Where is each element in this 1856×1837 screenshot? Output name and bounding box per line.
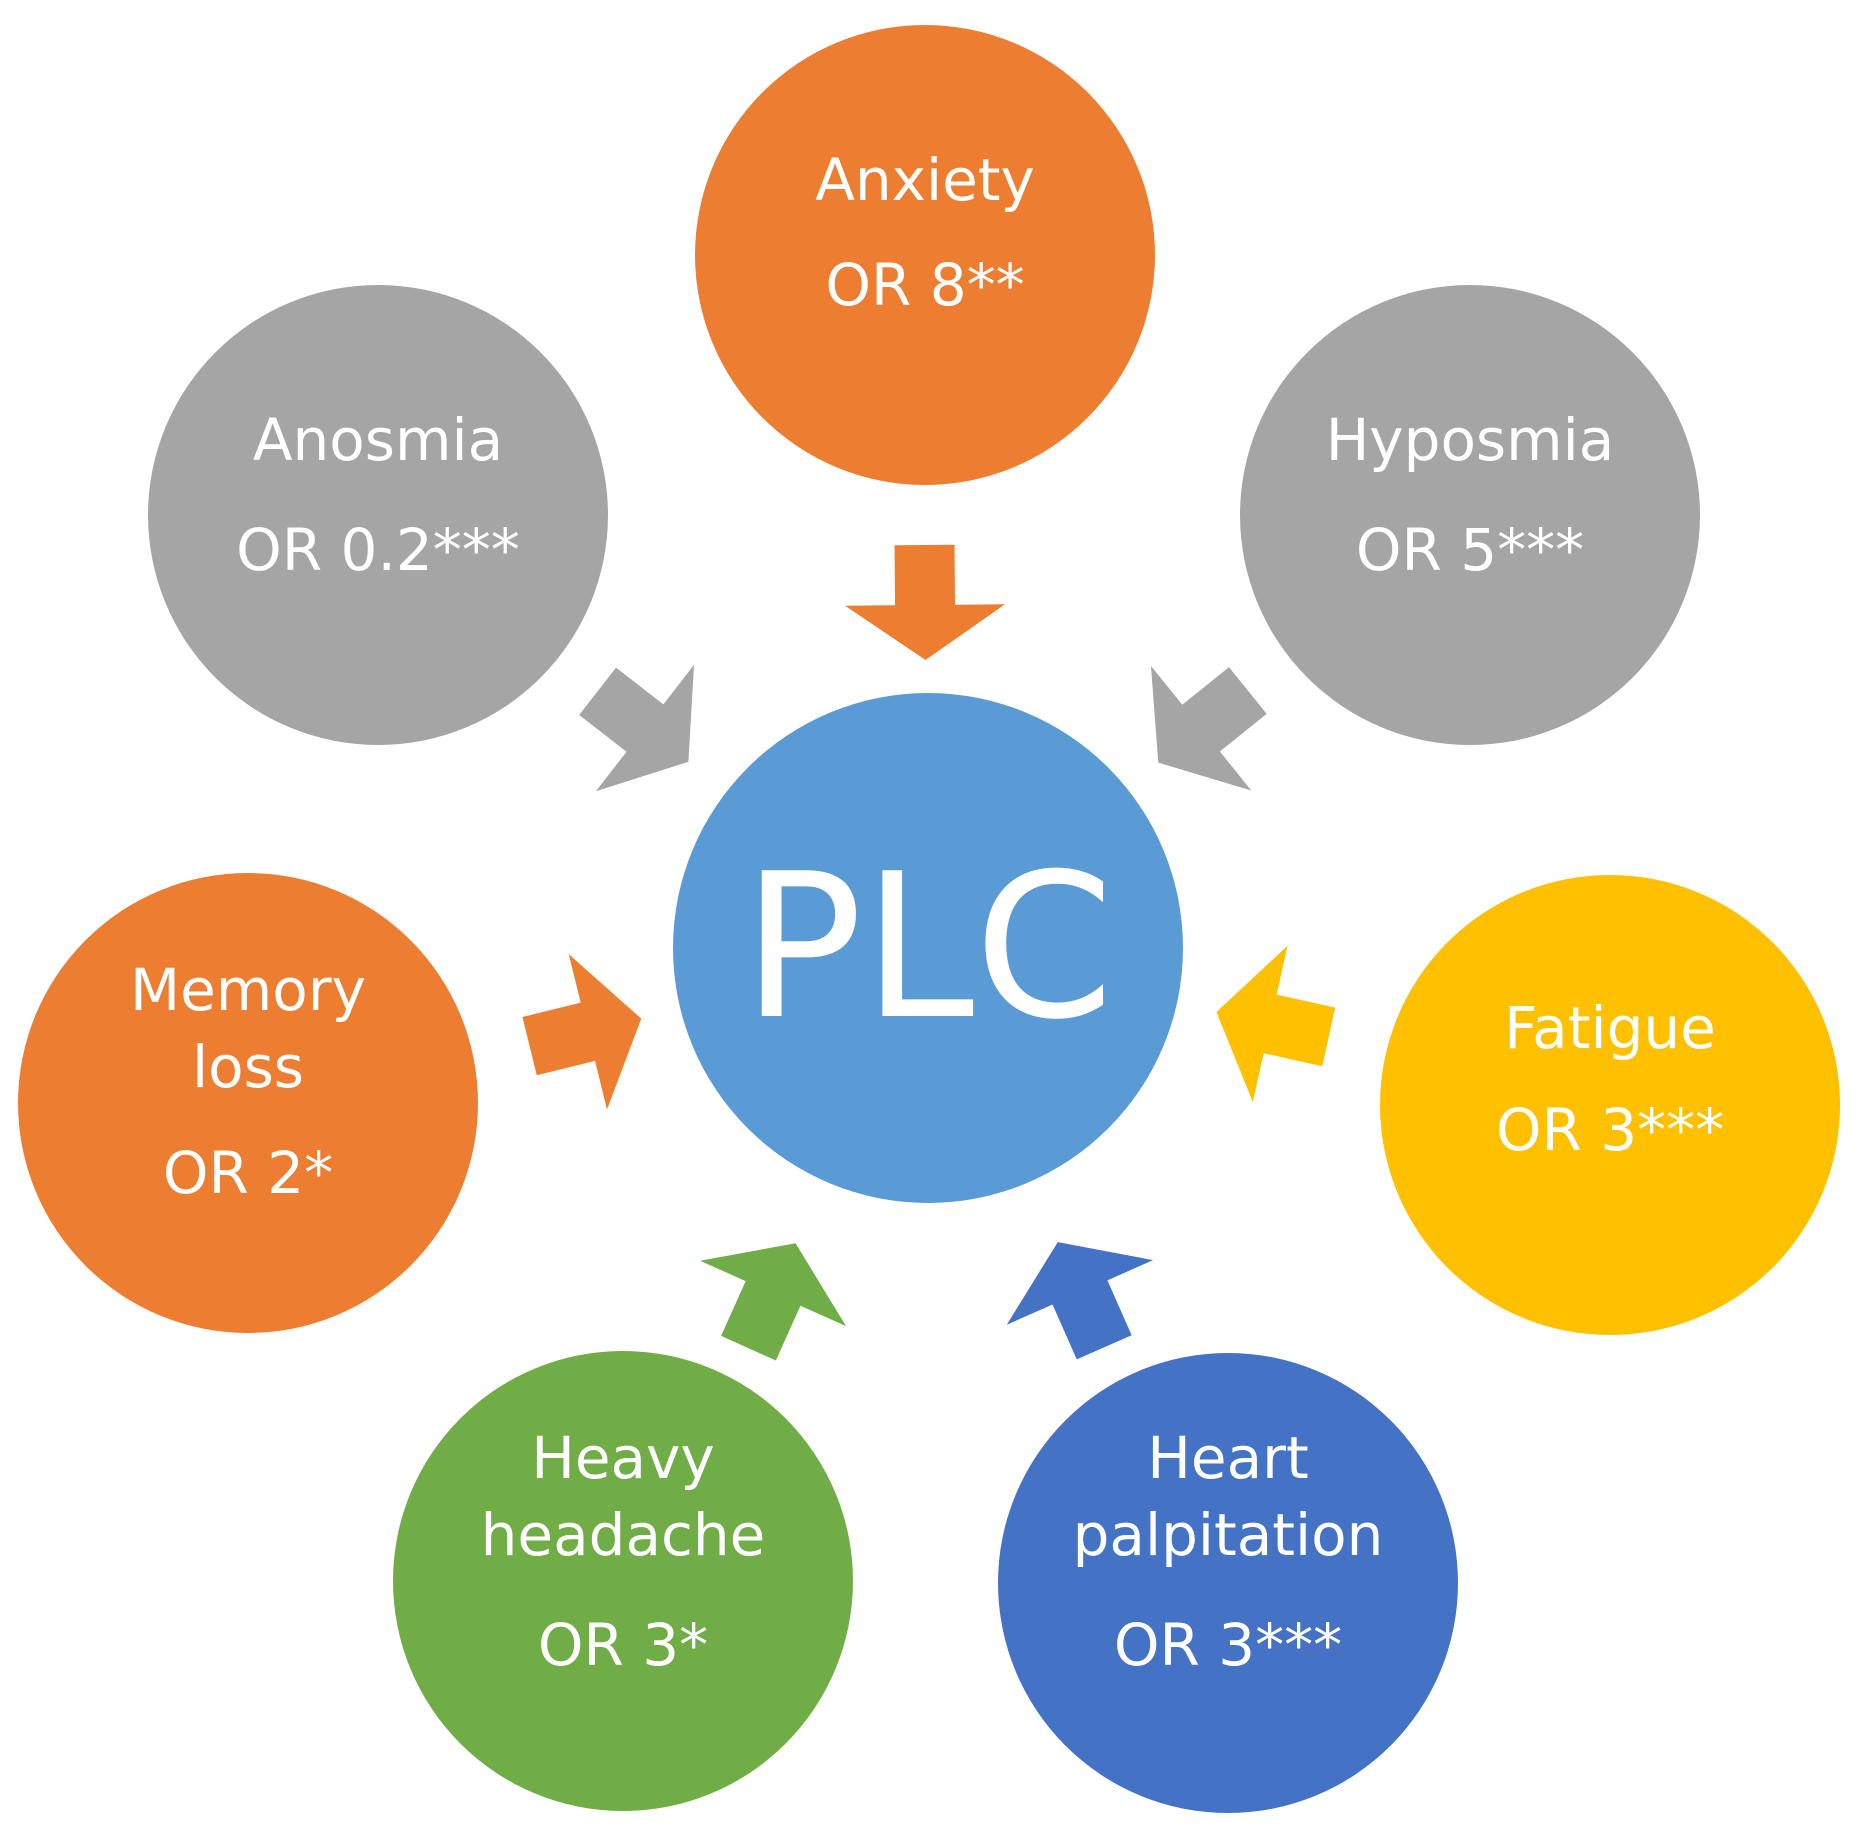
center-label: PLC xyxy=(742,831,1114,1064)
node-label-memory-loss-0: Memory xyxy=(130,956,366,1024)
node-anosmia: Anosmia OR 0.2*** xyxy=(148,285,608,745)
node-label-anosmia-1: OR 0.2*** xyxy=(236,516,520,584)
node-label-fatigue-0: Fatigue xyxy=(1504,994,1716,1062)
node-label-hyposmia-0: Hyposmia xyxy=(1326,406,1615,474)
arrow-anxiety xyxy=(845,544,1006,660)
node-circle-heavy-headache xyxy=(393,1351,853,1811)
node-label-heavy-headache-0: Heavy xyxy=(531,1424,715,1492)
node-memory-loss: Memory loss OR 2* xyxy=(18,873,478,1333)
node-label-heart-palpitation-0: Heart xyxy=(1147,1424,1308,1492)
arrow-hyposmia xyxy=(1150,665,1267,791)
arrow-anosmia xyxy=(579,664,695,792)
node-circle-memory-loss xyxy=(18,873,478,1333)
node-label-memory-loss-1: loss xyxy=(192,1033,304,1101)
center-circle xyxy=(673,693,1183,1203)
node-fatigue: Fatigue OR 3*** xyxy=(1380,875,1840,1335)
node-label-hyposmia-1: OR 5*** xyxy=(1356,516,1584,584)
node-circle-fatigue xyxy=(1380,875,1840,1335)
node-label-fatigue-1: OR 3*** xyxy=(1496,1096,1724,1164)
nodes-layer: Anxiety OR 8** Hyposmia OR 5*** Fatigue OR 3*… xyxy=(18,25,1840,1813)
node-heavy-headache: Heavy headache OR 3* xyxy=(393,1351,853,1811)
node-circle-anosmia xyxy=(148,285,608,745)
arrows-layer xyxy=(522,544,1336,1361)
node-anxiety: Anxiety OR 8** xyxy=(695,25,1155,485)
node-hyposmia: Hyposmia OR 5*** xyxy=(1240,285,1700,745)
node-circle-heart-palpitation xyxy=(998,1353,1458,1813)
arrow-fatigue xyxy=(1216,945,1336,1103)
arrow-heavy-headache xyxy=(700,1243,847,1361)
node-label-heart-palpitation-2: OR 3*** xyxy=(1114,1611,1342,1679)
node-label-anxiety-1: OR 8** xyxy=(825,251,1024,319)
center-node: PLC xyxy=(673,693,1183,1203)
arrow-memory-loss xyxy=(522,954,642,1110)
node-label-anosmia-0: Anosmia xyxy=(253,406,503,474)
node-label-memory-loss-2: OR 2* xyxy=(163,1139,333,1207)
node-heart-palpitation: Heart palpitation OR 3*** xyxy=(998,1353,1458,1813)
node-circle-hyposmia xyxy=(1240,285,1700,745)
node-label-heavy-headache-2: OR 3* xyxy=(538,1611,708,1679)
arrow-heart-palpitation xyxy=(1006,1242,1154,1360)
node-label-heavy-headache-1: headache xyxy=(481,1501,766,1569)
node-label-anxiety-0: Anxiety xyxy=(815,146,1035,214)
node-circle-anxiety xyxy=(695,25,1155,485)
node-label-heart-palpitation-1: palpitation xyxy=(1073,1501,1384,1569)
